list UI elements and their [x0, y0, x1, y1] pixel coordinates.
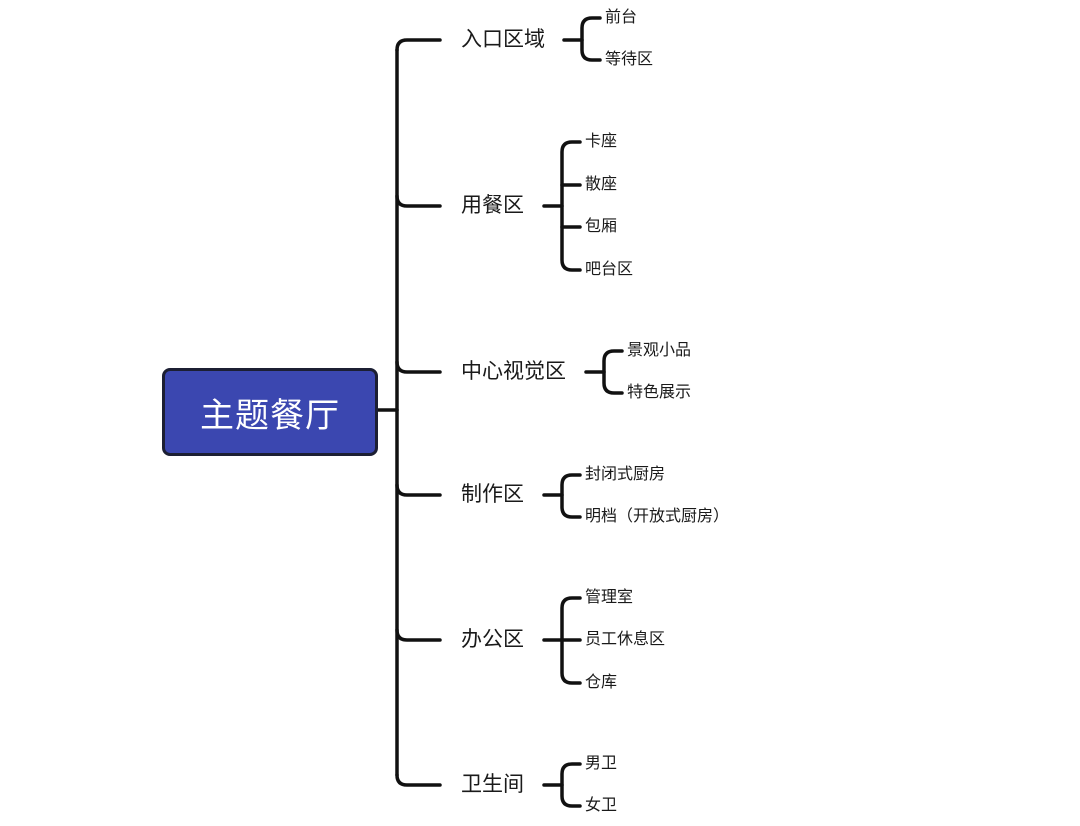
branch-connector: [395, 483, 442, 497]
branch-connector: [395, 360, 442, 374]
branch-node[interactable]: 入口区域: [461, 27, 545, 51]
leaf-node[interactable]: 男卫: [585, 753, 618, 772]
branch-node[interactable]: 制作区: [461, 482, 524, 506]
branch-node[interactable]: 卫生间: [461, 772, 524, 796]
child-bracket: [560, 473, 582, 519]
leaf-node[interactable]: 管理室: [585, 587, 634, 606]
leaf-node[interactable]: 明档（开放式厨房）: [585, 506, 730, 525]
branch-connector: [395, 773, 442, 787]
branch-connector: [395, 628, 442, 642]
leaf-node[interactable]: 仓库: [585, 672, 618, 691]
leaf-node[interactable]: 卡座: [585, 131, 618, 150]
leaf-node[interactable]: 特色展示: [627, 382, 692, 401]
leaf-node[interactable]: 散座: [585, 174, 618, 193]
child-bracket: [602, 349, 624, 395]
child-bracket: [580, 16, 602, 62]
branch-node[interactable]: 用餐区: [461, 193, 524, 217]
leaf-node[interactable]: 前台: [605, 7, 638, 26]
root-node[interactable]: 主题餐厅: [162, 368, 378, 456]
child-bracket: [560, 140, 582, 272]
leaf-node[interactable]: 包厢: [585, 216, 618, 235]
child-bracket: [560, 762, 582, 808]
leaf-node[interactable]: 女卫: [585, 795, 618, 814]
leaf-node[interactable]: 员工休息区: [585, 629, 666, 648]
branch-node[interactable]: 办公区: [461, 627, 524, 651]
branch-connector: [395, 194, 442, 208]
branch-connector: [395, 38, 442, 52]
root-node-label: 主题餐厅: [200, 395, 340, 436]
branch-node[interactable]: 中心视觉区: [461, 359, 566, 383]
leaf-node[interactable]: 封闭式厨房: [585, 464, 666, 483]
leaf-node[interactable]: 景观小品: [627, 340, 692, 359]
leaf-node[interactable]: 吧台区: [585, 259, 634, 278]
leaf-node[interactable]: 等待区: [605, 49, 654, 68]
